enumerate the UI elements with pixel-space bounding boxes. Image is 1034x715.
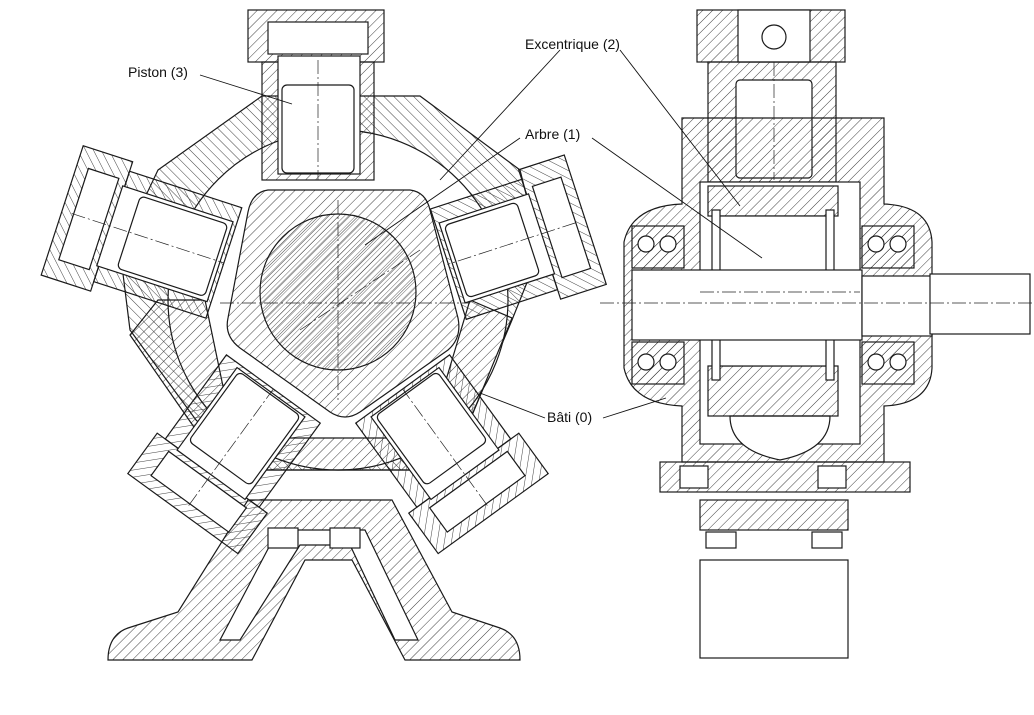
label-arbre: Arbre (1): [525, 126, 580, 142]
side-shaft: [600, 269, 1032, 341]
radial-section-view: [40, 9, 608, 661]
cylinder-upper-left: [40, 144, 243, 319]
bearing-left: [631, 225, 685, 385]
base-support: [107, 499, 521, 661]
pin-hole: [761, 24, 787, 50]
longitudinal-section-view: [600, 9, 1032, 659]
label-bati: Bâti (0): [547, 409, 592, 425]
cylinder-lower-left: [126, 354, 322, 555]
annotations: Piston (3) Excentrique (2) Arbre (1) Bât…: [128, 36, 763, 425]
leader-piston: [199, 74, 293, 105]
cylinder-top: [247, 9, 385, 181]
label-piston: Piston (3): [128, 64, 188, 80]
side-bottom: [659, 461, 911, 659]
leader-arbre: [364, 137, 521, 246]
leader-bati: [479, 392, 546, 419]
label-excentrique: Excentrique (2): [525, 36, 620, 52]
leader-excentrique: [439, 49, 561, 181]
cylinder-lower-right: [354, 354, 550, 555]
bearing-right: [861, 225, 915, 385]
cylinder-upper-right: [429, 154, 608, 321]
